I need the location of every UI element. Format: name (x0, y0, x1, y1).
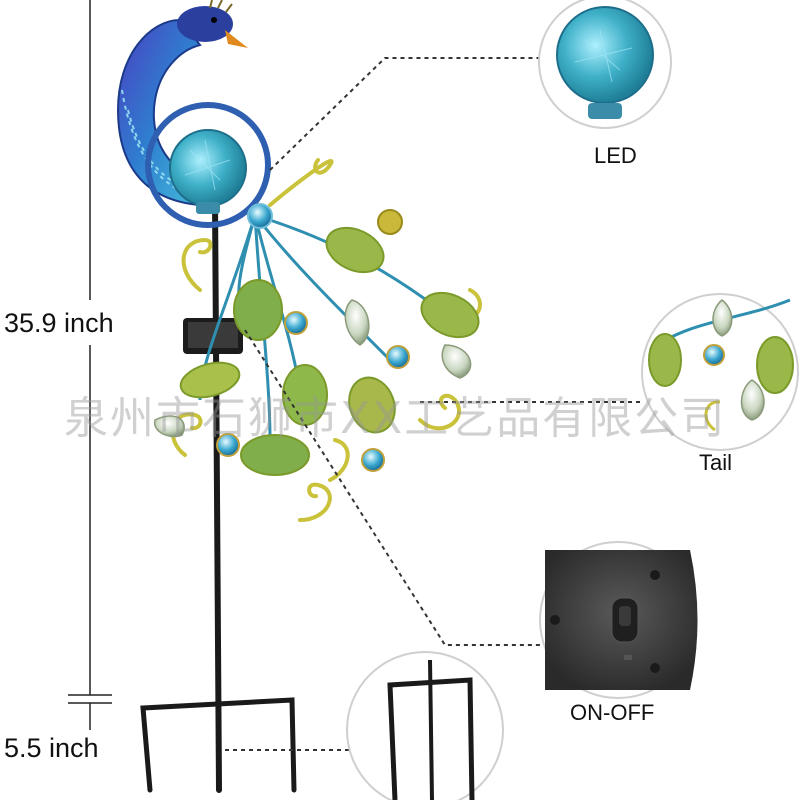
tail-drops (154, 299, 472, 438)
height-upper-label: 35.9 inch (4, 308, 114, 338)
led-globe (145, 102, 271, 228)
dimension-lines (68, 0, 112, 730)
tail-gems (216, 203, 410, 472)
callout-led (538, 0, 672, 129)
callout-tail (641, 293, 799, 451)
tail-curls (170, 158, 482, 522)
callout-lines (225, 57, 640, 751)
tail-feathers (179, 226, 480, 476)
led-label: LED (594, 143, 637, 168)
callout-stake (346, 651, 504, 800)
switch-label: ON-OFF (570, 700, 655, 725)
watermark: 泉州市石狮市XX工艺品有限公司 (64, 393, 727, 444)
height-lower-label: 5.5 inch (4, 733, 99, 763)
tail-label: Tail (699, 450, 733, 475)
stake (140, 197, 297, 793)
callout-switch (539, 541, 698, 699)
